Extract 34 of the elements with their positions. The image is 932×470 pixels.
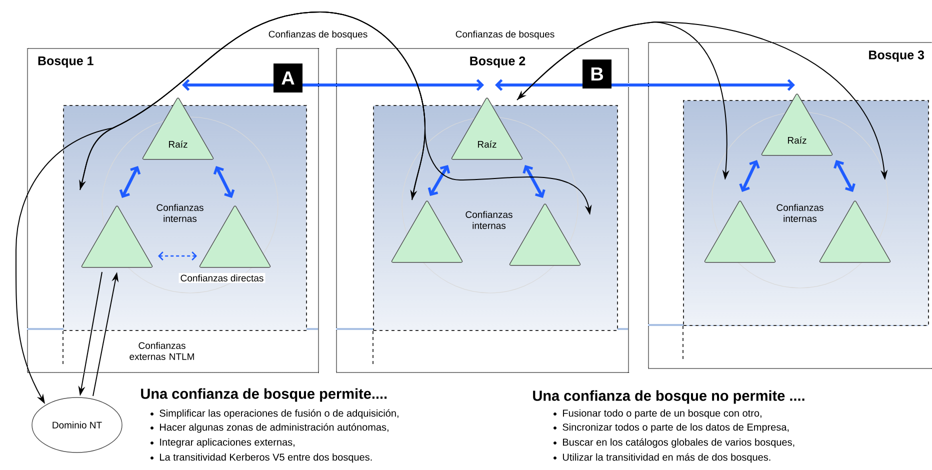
annotation: Confianzas internas: [776, 204, 824, 222]
domain-triangle: Raíz: [761, 94, 833, 156]
arrow: [182, 79, 484, 91]
edge-label: B: [582, 60, 612, 88]
annotation: Confianzas internas: [156, 204, 204, 222]
annotation: Confianzas externas NTLM: [130, 342, 194, 360]
bullet-item: Utilizar la transitividad en más de dos bosques.: [554, 453, 770, 463]
arrow: [213, 166, 235, 198]
arrow: [119, 166, 141, 198]
arrow: [428, 165, 450, 196]
arrow: [522, 165, 546, 198]
bullet-item: Sincronizar todos o parte de los datos de Empresa,: [554, 423, 789, 433]
domain-triangle: Raíz: [451, 98, 523, 160]
domain-triangle: [704, 200, 776, 263]
bullet-item: Hacer algunas zonas de administración autónomas,: [150, 423, 388, 433]
domain-triangle: [391, 200, 463, 263]
bullet-item: Simplificar las operaciones de fusión o de adquisición,: [150, 409, 398, 419]
edge-label: A: [274, 64, 302, 92]
heading: Una confianza de bosque no permite ....: [533, 390, 804, 404]
edge-label: Confianzas de bosques: [266, 29, 370, 41]
bullet-item: Integrar aplicaciones externas,: [150, 438, 294, 448]
bullet-item: Fusionar todo o parte de un bosque con otro,: [554, 409, 762, 419]
domain-triangle: Raíz: [142, 98, 214, 160]
domain-triangle: [81, 206, 153, 268]
annotation: Confianzas internas: [466, 211, 512, 229]
edge-label: Confianzas directas: [178, 273, 266, 283]
edge-label: Confianzas de bosques: [454, 29, 556, 41]
arrow: [495, 79, 795, 91]
arrow: [739, 160, 760, 192]
heading: Una confianza de bosque permite....: [141, 388, 387, 402]
bullet-item: Buscar en los catálogos globales de varios bosques,: [554, 438, 794, 448]
arrow: [834, 160, 856, 192]
arrow: [158, 252, 197, 260]
bullet-item: La transitividad Kerberos V5 entre dos bosques.: [150, 453, 372, 463]
